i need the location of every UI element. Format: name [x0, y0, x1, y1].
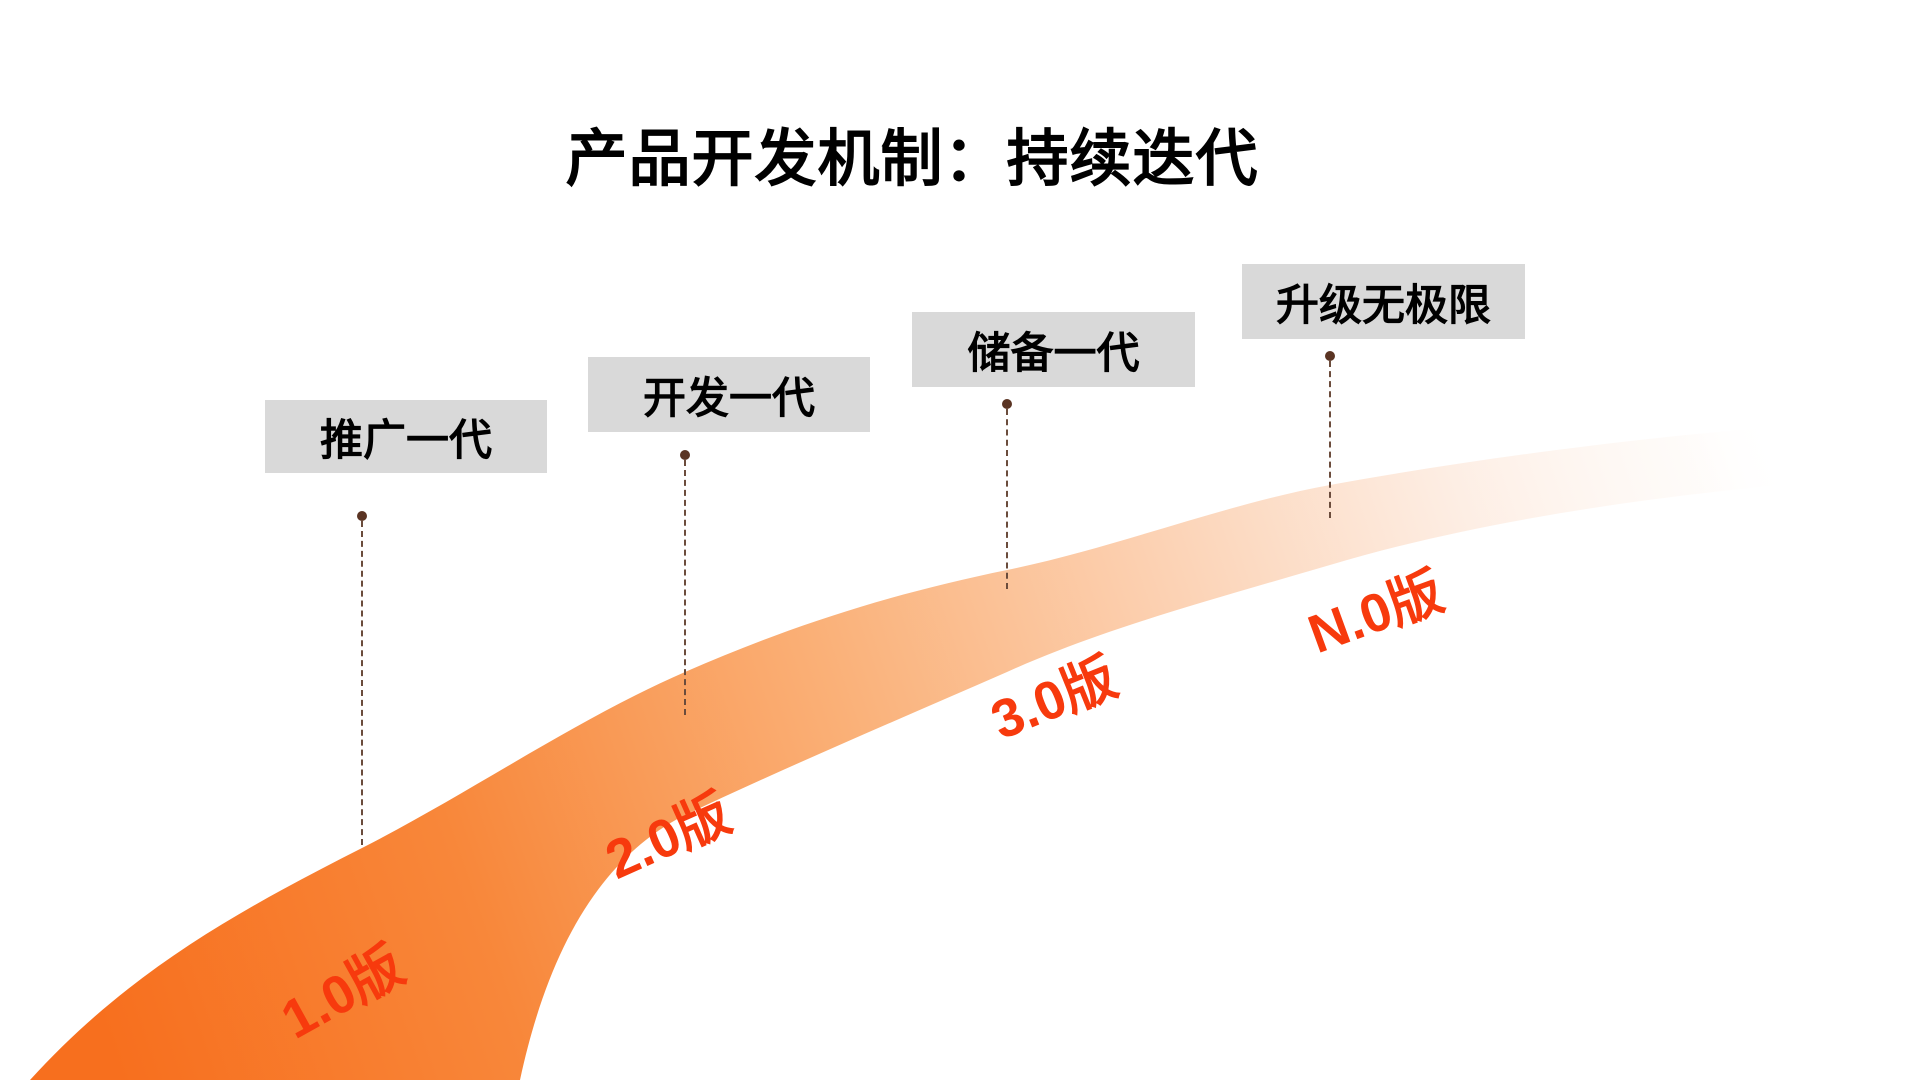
stage-box-label: 推广一代: [320, 416, 492, 465]
connector-dot-2: [680, 450, 690, 460]
connector-line-3: [1006, 409, 1008, 589]
stage-box-label: 开发一代: [643, 374, 815, 423]
swoosh-curve: [30, 425, 1815, 1080]
connector-line-2: [684, 460, 686, 715]
connector-dot-4: [1325, 351, 1335, 361]
stage-box-unlimited-upgrade: 升级无极限: [1242, 264, 1525, 339]
stage-box-label: 储备一代: [967, 329, 1140, 378]
stage-box-reserve-generation: 储备一代: [912, 312, 1195, 387]
connector-line-1: [361, 521, 363, 845]
stage-box-label: 升级无极限: [1276, 281, 1491, 330]
stage-box-develop-generation: 开发一代: [588, 357, 870, 432]
page-title: 产品开发机制：持续迭代: [565, 125, 1259, 194]
connector-dot-3: [1002, 399, 1012, 409]
connector-dot-1: [357, 511, 367, 521]
connector-line-4: [1329, 361, 1331, 518]
stage-box-promote-generation: 推广一代: [265, 400, 547, 473]
